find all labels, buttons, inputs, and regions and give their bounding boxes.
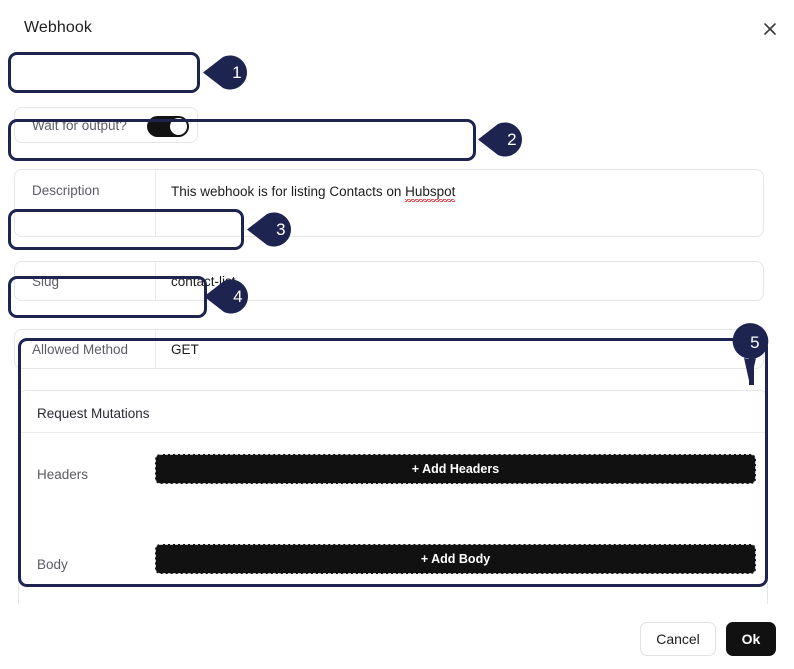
- allowed-method-row[interactable]: Allowed Method GET: [14, 329, 764, 369]
- page-title: Webhook: [24, 19, 93, 36]
- slug-row: Slug contact-list: [14, 261, 764, 301]
- description-misspelled-word: Hubspot: [405, 184, 456, 202]
- row-divider: [155, 330, 156, 368]
- allowed-method-value[interactable]: GET: [171, 341, 199, 357]
- ok-button[interactable]: Ok: [726, 622, 776, 656]
- toggle-knob: [170, 118, 187, 135]
- cancel-button[interactable]: Cancel: [640, 622, 716, 656]
- close-icon[interactable]: [758, 17, 782, 41]
- wait-for-output-row: Wait for output?: [14, 107, 198, 143]
- add-headers-button[interactable]: + Add Headers: [155, 454, 756, 484]
- allowed-method-label: Allowed Method: [32, 341, 129, 357]
- description-label: Description: [32, 183, 100, 198]
- card-divider: [19, 432, 767, 433]
- wait-for-output-toggle[interactable]: [147, 116, 189, 137]
- description-row: Description This webhook is for listing …: [14, 169, 764, 237]
- body-row: Body + Add Body: [19, 523, 767, 604]
- chevron-down-icon[interactable]: [731, 340, 749, 358]
- description-text: This webhook is for listing Contacts on: [171, 184, 406, 199]
- body-label: Body: [37, 557, 68, 572]
- slug-input[interactable]: contact-list: [171, 273, 236, 289]
- scrollbar-track[interactable]: [768, 52, 778, 604]
- add-body-button[interactable]: + Add Body: [155, 544, 756, 574]
- dialog-body: Wait for output? Description This webhoo…: [0, 52, 794, 604]
- dialog-header: Webhook: [0, 0, 794, 52]
- headers-row: Headers + Add Headers: [19, 433, 767, 523]
- headers-label: Headers: [37, 467, 89, 482]
- wait-for-output-label: Wait for output?: [32, 117, 127, 133]
- request-mutations-card: Request Mutations Headers + Add Headers …: [18, 390, 768, 604]
- request-mutations-title: Request Mutations: [37, 406, 150, 421]
- slug-label: Slug: [32, 273, 60, 289]
- dialog-footer: Cancel Ok: [0, 604, 794, 669]
- description-input[interactable]: This webhook is for listing Contacts on …: [171, 182, 731, 202]
- row-divider: [155, 170, 156, 236]
- row-divider: [155, 262, 156, 300]
